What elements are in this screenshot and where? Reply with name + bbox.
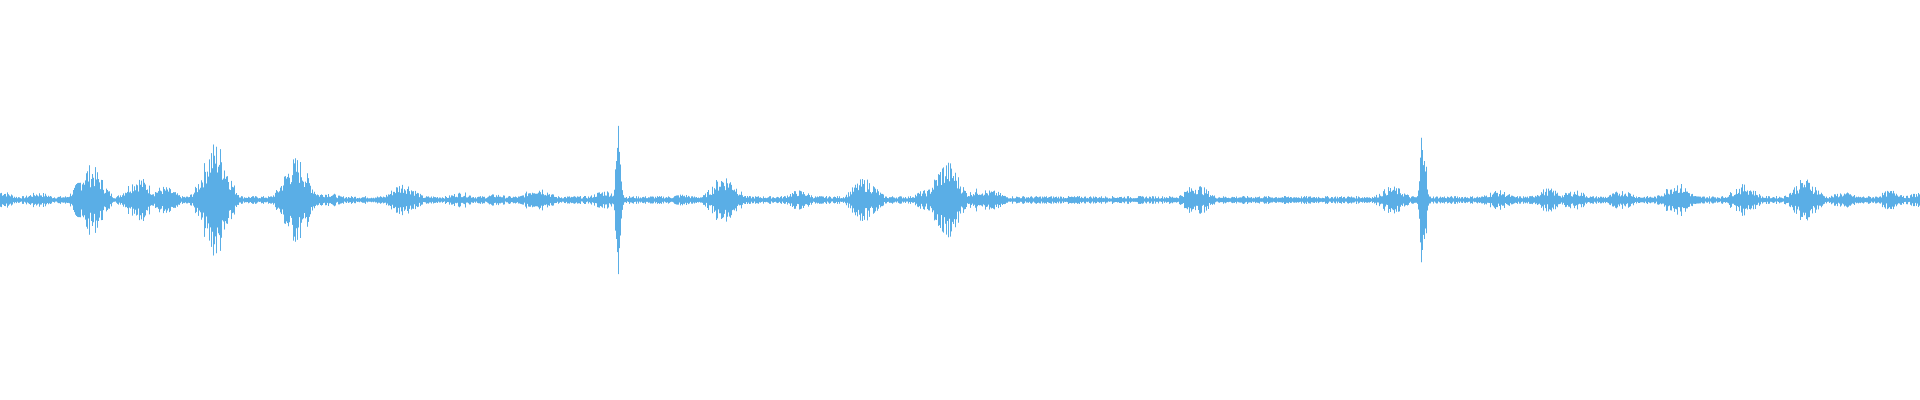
waveform-samples: [0, 125, 1920, 275]
